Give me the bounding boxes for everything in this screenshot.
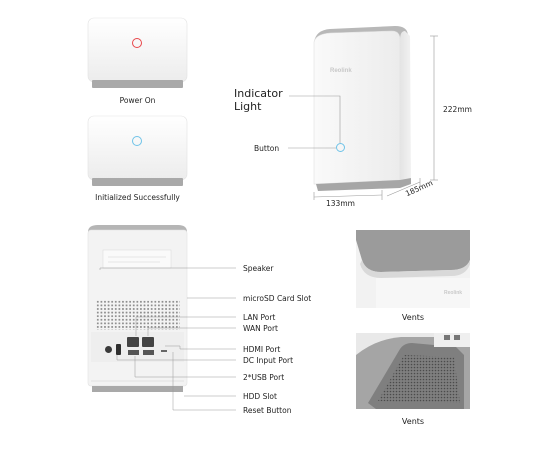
hdmi-port (116, 344, 121, 355)
height-label: 222mm (443, 105, 472, 114)
dc-input-port (105, 346, 112, 353)
reset-label: Reset Button (243, 406, 292, 415)
usb-label: 2*USB Port (243, 373, 285, 382)
main-unit-button-icon (336, 143, 345, 152)
power-on-caption: Power On (119, 96, 156, 105)
initialized-indicator-icon (132, 136, 142, 146)
wan-label: WAN Port (243, 324, 278, 333)
usb-port-2 (143, 350, 154, 355)
reset-button (161, 350, 167, 352)
button-label: Button (254, 144, 280, 153)
vents-top-caption: Vents (401, 313, 425, 322)
speaker-grille (96, 300, 180, 330)
wan-port (142, 337, 154, 347)
microsd-label: microSD Card Slot (243, 294, 312, 303)
indicator-light-label: Indicator Light (234, 87, 283, 113)
width-label: 133mm (326, 199, 355, 208)
device-initialized (87, 115, 188, 186)
initialized-caption: Initialized Successfully (95, 193, 180, 202)
vents-bottom-photo (356, 333, 470, 409)
vents-bottom-caption: Vents (401, 417, 425, 426)
lan-port (127, 337, 139, 347)
usb-port-1 (128, 350, 139, 355)
hdmi-label: HDMI Port (243, 345, 281, 354)
dc-label: DC Input Port (243, 356, 294, 365)
power-on-indicator-icon (132, 38, 142, 48)
device-power-on (87, 17, 188, 88)
hdd-label: HDD Slot (243, 392, 277, 401)
vents-top-brand: Reolink (444, 290, 463, 296)
vents-top-photo: Reolink (356, 230, 470, 308)
lan-label: LAN Port (243, 313, 276, 322)
speaker-label: Speaker (243, 264, 274, 273)
main-unit-brand: Reolink (330, 68, 352, 74)
